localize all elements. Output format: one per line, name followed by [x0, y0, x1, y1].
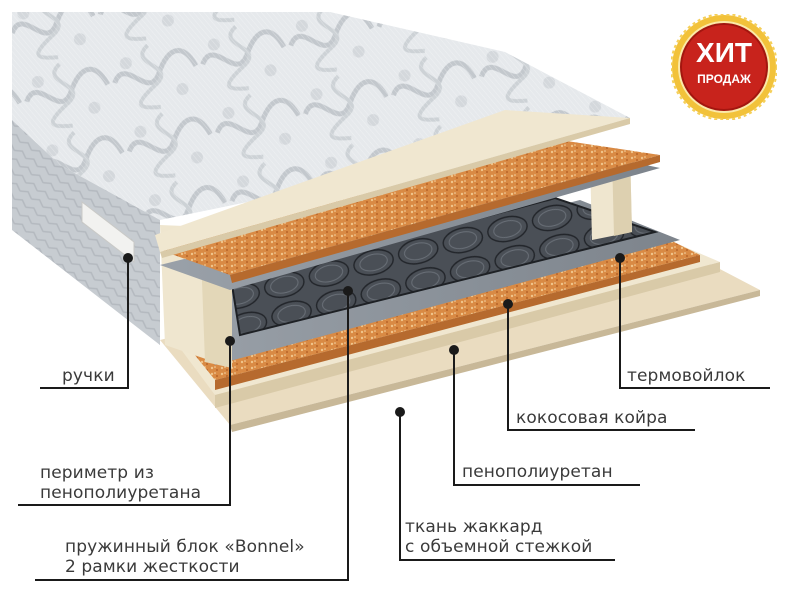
label-jacquard-1: ткань жаккард: [405, 517, 543, 537]
handle: [81, 200, 135, 264]
label-perimeter-2: пенополиуретана: [40, 483, 202, 503]
top-coir: [160, 140, 660, 275]
label-jacquard-2: с объемной стежкой: [405, 537, 593, 557]
spring-block: [232, 198, 655, 335]
badge-subtitle: ПРОДАЖ: [697, 72, 751, 86]
leader-dots: [123, 253, 625, 417]
quilted-side: [12, 120, 160, 345]
badge-title: ХИТ: [696, 37, 752, 68]
label-spring-block-1: пружинный блок «Bonnel»: [65, 537, 305, 557]
label-handles: ручки: [62, 366, 115, 386]
label-spring-block-2: 2 рамки жесткости: [65, 557, 240, 577]
label-thermofelt: термовойлок: [627, 366, 746, 386]
leader-lines: [18, 258, 770, 581]
label-coconut-coir: кокосовая койра: [516, 408, 668, 428]
label-perimeter-1: периметр из: [40, 463, 154, 483]
label-polyurethane-foam: пенополиуретан: [462, 462, 613, 482]
top-foam: [155, 110, 630, 252]
bestseller-badge: ХИТ ПРОДАЖ: [670, 13, 778, 121]
